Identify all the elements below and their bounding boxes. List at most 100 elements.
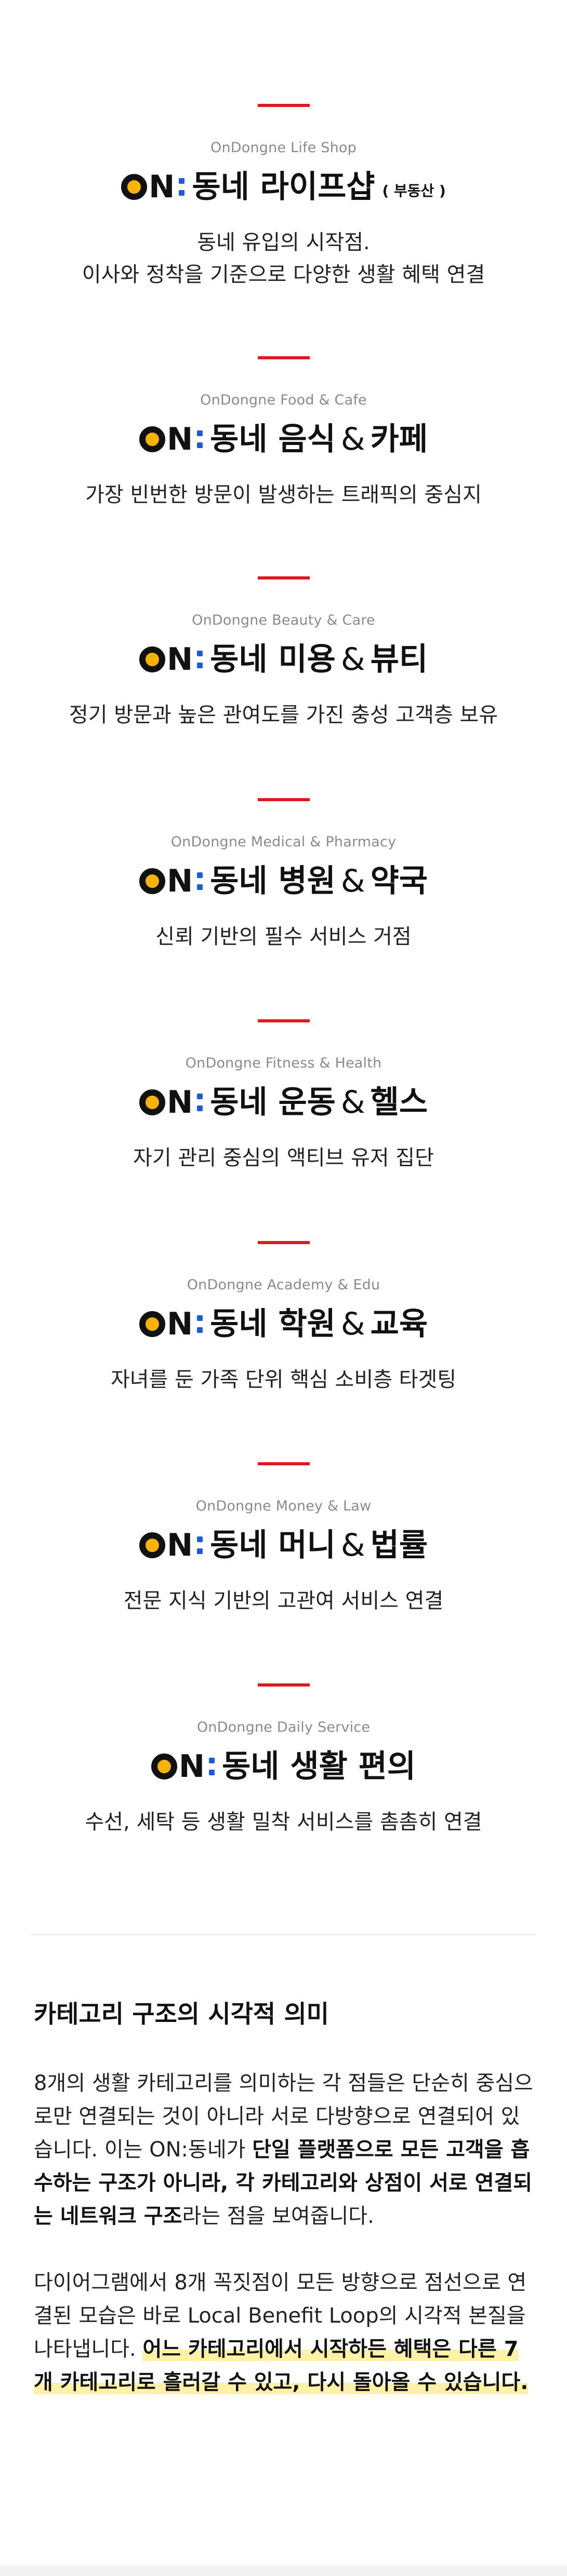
logo-colon-icon bbox=[179, 174, 185, 200]
category-desc: 자기 관리 중심의 액티브 유저 집단 bbox=[133, 1146, 434, 1170]
category-title: N 동네 미용 & 뷰티 bbox=[0, 639, 567, 680]
category-title: N 동네 학원 & 교육 bbox=[0, 1303, 567, 1345]
paragraph-1-text-a: 8개의 생활 카테고리를 의미하는 각 점들은 단순히 중심으로만 연결되는 것… bbox=[34, 2071, 533, 2162]
section-divider bbox=[31, 1934, 536, 1935]
red-accent-bar bbox=[257, 1019, 310, 1022]
logo-n-letter: N bbox=[166, 1527, 193, 1563]
on-logo-icon: N bbox=[139, 1530, 203, 1561]
red-accent-bar bbox=[257, 798, 310, 801]
logo-n-letter: N bbox=[166, 1084, 193, 1121]
section-heading: 카테고리 구조의 시각적 의미 bbox=[34, 2000, 329, 2029]
category-subtitle: OnDongne Life Shop bbox=[210, 140, 357, 156]
category-block-life-shop: OnDongne Life Shop N 동네 라이프샵 ( 부동산 ) 동네 … bbox=[0, 104, 567, 291]
logo-n-letter: N bbox=[149, 169, 175, 205]
on-logo-icon: N bbox=[121, 169, 185, 205]
category-title-ampersand: & bbox=[340, 863, 365, 899]
category-title-main: 동네 음식 bbox=[210, 421, 336, 457]
category-title-second: 헬스 bbox=[370, 1084, 428, 1121]
on-logo-icon: N bbox=[139, 1087, 203, 1118]
category-title-main: 동네 학원 bbox=[210, 1306, 336, 1342]
category-subtitle: OnDongne Beauty & Care bbox=[192, 612, 375, 628]
logo-o-circle-icon bbox=[139, 868, 165, 894]
section-paragraph-1: 8개의 생활 카테고리를 의미하는 각 점들은 단순히 중심으로만 연결되는 것… bbox=[34, 2067, 533, 2233]
logo-o-circle-icon bbox=[121, 174, 148, 200]
logo-n-letter: N bbox=[166, 421, 193, 457]
category-structure-section: 카테고리 구조의 시각적 의미 8개의 생활 카테고리를 의미하는 각 점들은 … bbox=[34, 1999, 533, 2399]
on-logo-icon: N bbox=[139, 424, 203, 455]
category-title-main: 동네 운동 bbox=[210, 1084, 336, 1121]
category-desc: 가장 빈번한 방문이 발생하는 트래픽의 중심지 bbox=[85, 483, 482, 507]
category-desc: 자녀를 둔 가족 단위 핵심 소비층 타겟팅 bbox=[110, 1368, 457, 1392]
category-title-main: 동네 미용 bbox=[210, 641, 336, 678]
category-desc: 전문 지식 기반의 고관여 서비스 연결 bbox=[123, 1589, 444, 1613]
category-subtitle: OnDongne Fitness & Health bbox=[185, 1055, 382, 1071]
category-title-ampersand: & bbox=[340, 1084, 365, 1121]
category-subtitle: OnDongne Money & Law bbox=[195, 1498, 372, 1514]
logo-n-letter: N bbox=[166, 1306, 193, 1342]
red-accent-bar bbox=[257, 576, 310, 579]
category-title-second: 교육 bbox=[370, 1306, 428, 1342]
logo-colon-icon bbox=[197, 868, 203, 894]
category-title-main: 동네 병원 bbox=[210, 863, 336, 899]
category-subtitle: OnDongne Food & Cafe bbox=[200, 392, 367, 408]
red-accent-bar bbox=[257, 356, 310, 359]
category-title-second: 법률 bbox=[370, 1527, 428, 1563]
category-block-fitness-health: OnDongne Fitness & Health N 동네 운동 & 헬스 자… bbox=[0, 1019, 567, 1174]
category-desc: 정기 방문과 높은 관여도를 가진 충성 고객층 보유 bbox=[69, 703, 498, 727]
category-title: N 동네 라이프샵 ( 부동산 ) bbox=[0, 166, 567, 208]
category-title-ampersand: & bbox=[340, 1306, 365, 1342]
category-title: N 동네 생활 편의 bbox=[0, 1746, 567, 1787]
on-logo-icon: N bbox=[151, 1751, 215, 1782]
on-logo-icon: N bbox=[139, 866, 203, 897]
logo-o-circle-icon bbox=[139, 1089, 165, 1115]
category-block-medical-pharmacy: OnDongne Medical & Pharmacy N 동네 병원 & 약국… bbox=[0, 798, 567, 953]
category-title-ampersand: & bbox=[340, 421, 365, 457]
category-desc-line-2: 이사와 정착을 기준으로 다양한 생활 혜택 연결 bbox=[82, 263, 485, 287]
paragraph-1-text-c: 라는 점을 보여줍니다. bbox=[182, 2204, 374, 2228]
category-title-ampersand: & bbox=[340, 1527, 365, 1563]
red-accent-bar bbox=[257, 1241, 310, 1244]
category-desc: 수선, 세탁 등 생활 밀착 서비스를 촘촘히 연결 bbox=[85, 1810, 482, 1834]
category-subtitle: OnDongne Daily Service bbox=[196, 1719, 371, 1735]
section-paragraph-2: 다이어그램에서 8개 꼭짓점이 모든 방향으로 점선으로 연결된 모습은 바로 … bbox=[34, 2266, 533, 2399]
category-title-second: 뷰티 bbox=[370, 641, 428, 678]
red-accent-bar bbox=[257, 104, 310, 107]
red-accent-bar bbox=[257, 1462, 310, 1465]
logo-o-circle-icon bbox=[139, 426, 165, 452]
category-block-beauty-care: OnDongne Beauty & Care N 동네 미용 & 뷰티 정기 방… bbox=[0, 576, 567, 731]
category-title-paren: ( 부동산 ) bbox=[382, 182, 446, 199]
category-title: N 동네 음식 & 카페 bbox=[0, 419, 567, 460]
logo-colon-icon bbox=[209, 1754, 215, 1779]
category-title-main: 동네 생활 편의 bbox=[222, 1748, 416, 1785]
logo-n-letter: N bbox=[178, 1748, 205, 1785]
paragraph-1-bold: 단일 플랫폼으로 모든 고객을 흡수하는 구조가 아니라, 각 카테고리와 상점… bbox=[34, 2138, 533, 2228]
on-logo-icon: N bbox=[139, 1309, 203, 1340]
logo-o-circle-icon bbox=[139, 1311, 165, 1337]
on-logo-icon: N bbox=[139, 644, 203, 675]
category-title-main: 동네 머니 bbox=[210, 1527, 336, 1563]
logo-n-letter: N bbox=[166, 863, 193, 899]
category-title-second: 약국 bbox=[370, 863, 428, 899]
category-block-daily-service: OnDongne Daily Service N 동네 생활 편의 수선, 세탁… bbox=[0, 1683, 567, 1838]
paragraph-2-text-a: 다이어그램에서 8개 꼭짓점이 모든 방향으로 점선으로 연결된 모습은 바로 … bbox=[34, 2271, 527, 2361]
logo-o-circle-icon bbox=[151, 1754, 177, 1779]
logo-colon-icon bbox=[197, 646, 203, 672]
category-subtitle: OnDongne Academy & Edu bbox=[187, 1277, 380, 1293]
category-subtitle: OnDongne Medical & Pharmacy bbox=[170, 834, 397, 850]
logo-colon-icon bbox=[197, 1532, 203, 1558]
category-title: N 동네 머니 & 법률 bbox=[0, 1525, 567, 1566]
red-accent-bar bbox=[257, 1683, 310, 1687]
footer-strip bbox=[0, 2565, 567, 2576]
category-block-food-cafe: OnDongne Food & Cafe N 동네 음식 & 카페 가장 빈번한… bbox=[0, 356, 567, 511]
category-desc: 신뢰 기반의 필수 서비스 거점 bbox=[155, 925, 412, 949]
logo-colon-icon bbox=[197, 1311, 203, 1337]
category-block-academy-edu: OnDongne Academy & Edu N 동네 학원 & 교육 자녀를 … bbox=[0, 1241, 567, 1396]
logo-colon-icon bbox=[197, 426, 203, 452]
category-title-second: 카페 bbox=[370, 421, 428, 457]
category-title: N 동네 운동 & 헬스 bbox=[0, 1082, 567, 1123]
logo-o-circle-icon bbox=[139, 1532, 165, 1558]
logo-o-circle-icon bbox=[139, 646, 165, 672]
category-title: N 동네 병원 & 약국 bbox=[0, 860, 567, 902]
category-desc: 동네 유입의 시작점. 이사와 정착을 기준으로 다양한 생활 혜택 연결 bbox=[0, 226, 567, 291]
category-desc-line-1: 동네 유입의 시작점. bbox=[197, 231, 370, 254]
